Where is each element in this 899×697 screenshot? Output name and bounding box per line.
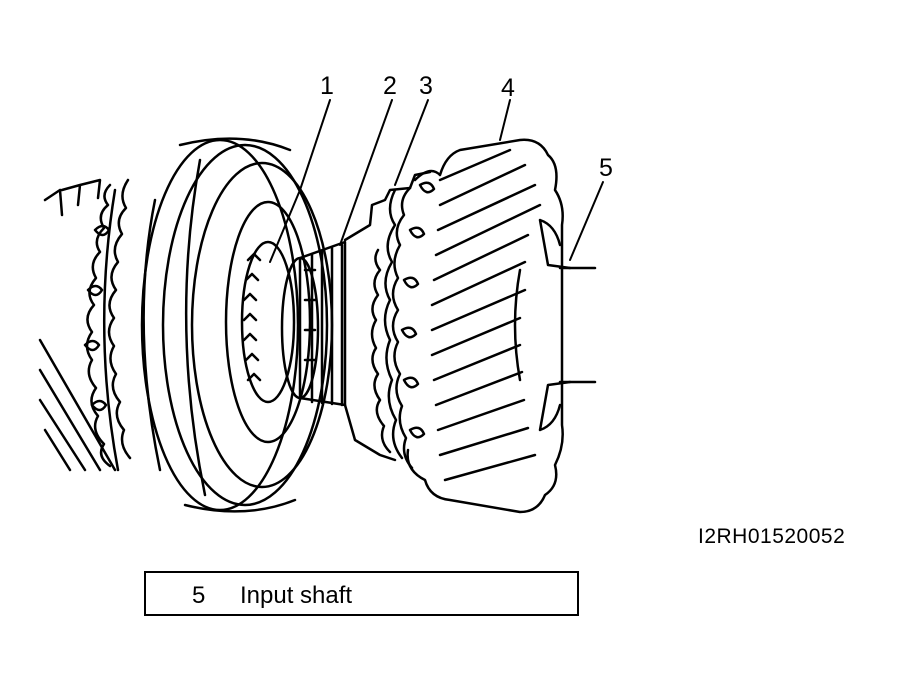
leader-3: [394, 99, 429, 186]
needle-bearing: [280, 240, 347, 407]
leader-1: [269, 99, 331, 263]
callout-2: 2: [383, 72, 397, 100]
leader-2: [339, 99, 393, 246]
left-gear: [38, 178, 132, 472]
synchronizer-ring: [240, 240, 296, 404]
callout-1: 1: [320, 72, 334, 100]
legend-number: 5: [192, 582, 206, 609]
callout-5: 5: [599, 154, 613, 182]
legend-box: 5 Input shaft: [144, 571, 579, 616]
leader-4: [499, 99, 511, 141]
figure-id: I2RH01520052: [698, 525, 846, 548]
helical-gear: [391, 138, 572, 514]
input-shaft: [558, 266, 597, 384]
leader-5: [569, 181, 604, 261]
callout-4: 4: [501, 74, 515, 102]
callout-3: 3: [419, 72, 433, 100]
blocking-ring: [343, 170, 432, 462]
synchronizer-hub: [140, 137, 334, 513]
legend-text: Input shaft: [240, 582, 353, 609]
callout-leaders: [269, 99, 604, 263]
